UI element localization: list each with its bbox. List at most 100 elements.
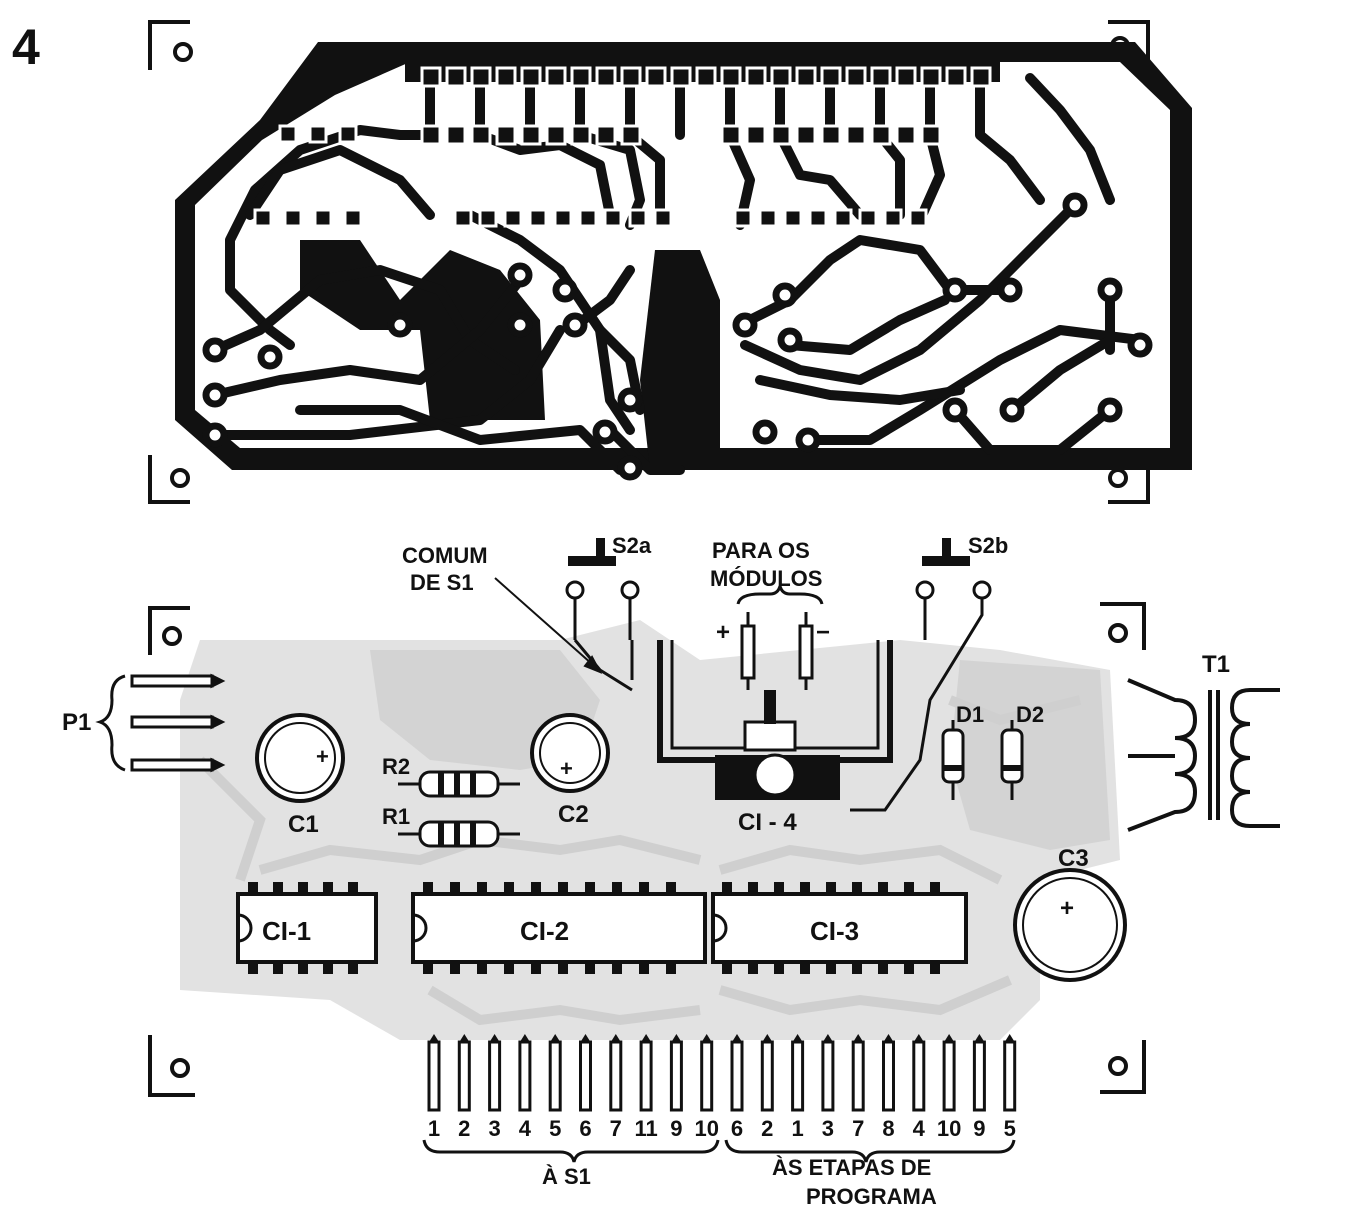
header-pin: [700, 1034, 714, 1112]
label-p1: P1: [62, 709, 91, 736]
header-pin: [639, 1034, 653, 1112]
diode-d1: [941, 720, 965, 800]
header-pin: [760, 1034, 774, 1112]
gray-traces: [196, 695, 1082, 1026]
brace-etapas: [724, 1139, 1016, 1163]
label-r1: R1: [382, 804, 410, 829]
pin-number: 7: [610, 1116, 622, 1141]
header-pin: [942, 1034, 956, 1112]
label-etapas-line2: PROGRAMA: [806, 1184, 937, 1209]
gray-copper-block-right: [950, 660, 1110, 850]
label-ci1: CI-1: [262, 916, 311, 946]
pin-header: [427, 1034, 1017, 1112]
capacitor-c3: +: [1013, 868, 1127, 982]
svg-text:+: +: [560, 756, 573, 781]
pin-number: 9: [973, 1116, 985, 1141]
s2a-wires: [573, 639, 634, 692]
ci4-regulator: [657, 640, 893, 800]
pin-number: 10: [694, 1116, 718, 1141]
brace-a-s1: [422, 1139, 720, 1163]
diode-d2: [1000, 720, 1024, 800]
modulos-brace: [736, 585, 824, 605]
pin-number: 2: [761, 1116, 773, 1141]
module-output-pins: [740, 612, 814, 690]
capacitor-c2: +: [530, 713, 610, 793]
svg-text:+: +: [1060, 895, 1074, 922]
ic-ci3: [711, 882, 968, 974]
label-c1: C1: [288, 811, 319, 838]
switch-s2b: [850, 538, 992, 812]
label-ci4: CI - 4: [738, 809, 797, 836]
pin-number: 8: [882, 1116, 894, 1141]
label-a-s1: À S1: [542, 1164, 591, 1189]
ic-footprint-pads: [253, 208, 928, 228]
pin-number: 3: [822, 1116, 834, 1141]
label-modulos: MÓDULOS: [710, 566, 822, 591]
pin-number: 3: [488, 1116, 500, 1141]
capacitor-c1: +: [255, 713, 345, 803]
label-plus: +: [716, 619, 730, 646]
header-pin: [972, 1034, 986, 1112]
top-board-corner-marks: [148, 20, 1150, 504]
pin-number: 5: [549, 1116, 561, 1141]
resistor-r2: [398, 770, 520, 798]
header-pin: [609, 1034, 623, 1112]
svg-text:+: +: [316, 744, 329, 769]
pin-number: 10: [937, 1116, 961, 1141]
ic-ci1: [236, 882, 378, 974]
pin-number: 1: [428, 1116, 440, 1141]
pin-number: 9: [670, 1116, 682, 1141]
pin-number: 4: [913, 1116, 926, 1141]
header-pin: [518, 1034, 532, 1112]
header-pin: [548, 1034, 562, 1112]
label-c2: C2: [558, 801, 589, 828]
pin-number: 6: [579, 1116, 591, 1141]
pin-number: 2: [458, 1116, 470, 1141]
label-ci3: CI-3: [810, 916, 859, 946]
switch-s2a: [565, 538, 640, 640]
figure-number: 4: [12, 19, 40, 75]
copper-ground-plane-center: [640, 250, 720, 470]
header-pin: [669, 1034, 683, 1112]
pin-number: 6: [731, 1116, 743, 1141]
header-pin: [882, 1034, 895, 1112]
pin-number: 1: [791, 1116, 803, 1141]
pin-number: 5: [1004, 1116, 1016, 1141]
copper-ground-plane-left: [300, 240, 545, 420]
label-d2: D2: [1016, 702, 1044, 727]
label-c3: C3: [1058, 845, 1089, 872]
header-pin: [791, 1034, 805, 1112]
round-pads: [202, 192, 1153, 481]
header-pin: [821, 1034, 835, 1112]
pin-number: 4: [519, 1116, 532, 1141]
label-de-s1: DE S1: [410, 570, 474, 595]
header-pin: [730, 1034, 744, 1112]
label-ci2: CI-2: [520, 916, 569, 946]
label-etapas-line1: ÀS ETAPAS DE: [772, 1155, 931, 1180]
header-pin: [488, 1034, 502, 1112]
potentiometer-p1: [95, 673, 226, 773]
header-pin: [427, 1034, 441, 1112]
label-r2: R2: [382, 754, 410, 779]
label-minus: −: [816, 619, 830, 646]
transformer-t1: [1127, 678, 1280, 832]
label-d1: D1: [956, 702, 984, 727]
label-s2a: S2a: [612, 533, 652, 558]
header-pin: [1003, 1034, 1017, 1112]
header-pin: [457, 1034, 471, 1112]
resistor-r1: [398, 820, 520, 848]
label-s2b: S2b: [968, 533, 1008, 558]
connector-pads-top-row: [420, 66, 992, 88]
header-pin: [579, 1034, 592, 1112]
bottom-board-corner-marks: [148, 602, 1146, 1097]
pin-number: 7: [852, 1116, 864, 1141]
connector-pads-second-row: [278, 124, 942, 146]
ic-ci2: [411, 882, 707, 974]
header-pin: [912, 1034, 926, 1112]
header-pin: [851, 1034, 865, 1112]
label-para-os: PARA OS: [712, 538, 810, 563]
component-side-board: [180, 620, 1120, 1040]
pcb-copper-pattern: [175, 42, 1192, 481]
